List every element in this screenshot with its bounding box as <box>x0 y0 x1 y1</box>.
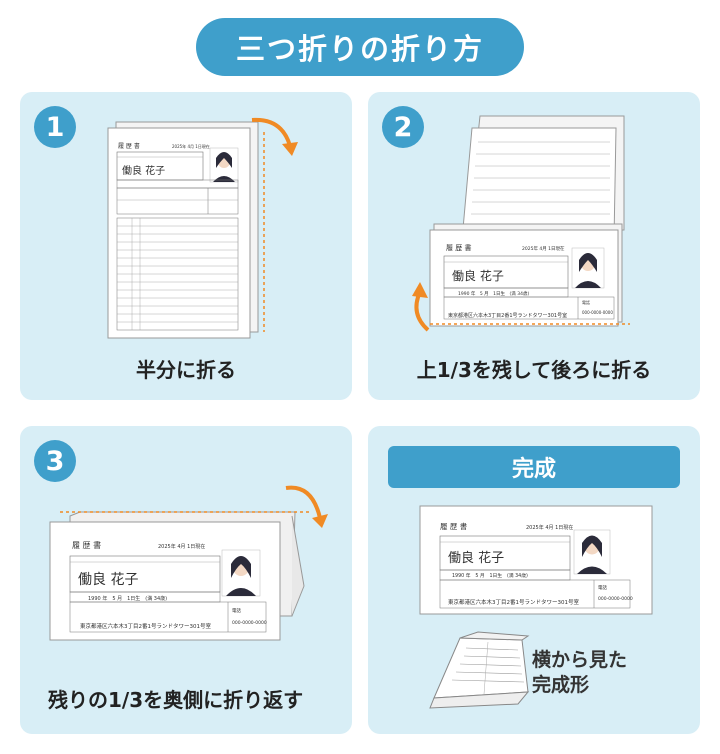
step-2-number: 2 <box>382 106 424 148</box>
done-illustration: 履 歴 書 2025年 4月 1日現在 働良 花子 1990 年 5 月 1日生… <box>419 505 653 709</box>
step-2-caption: 上1/3を残して後ろに折る <box>416 358 652 382</box>
step-2-illustration: 履 歴 書 2025年 4月 1日現在 働良 花子 1990 年 5 月 1日生… <box>412 115 630 332</box>
resume-address: 東京都港区六本木3丁目2番1号ランドタワー301号室 <box>448 312 567 319</box>
done-side-caption-line2: 完成形 <box>532 674 590 696</box>
resume-phone-label: 電話 <box>582 299 590 305</box>
resume-heading: 履 歴 書 <box>440 521 468 531</box>
resume-phone: 000-0000-0000 <box>582 310 613 315</box>
resume-phone-label: 電話 <box>232 607 241 614</box>
resume-heading: 履 歴 書 <box>446 243 471 252</box>
resume-birth: 1990 年 5 月 1日生 (満 34歳) <box>452 572 528 579</box>
resume-birth: 1990 年 5 月 1日生 (満 34歳) <box>458 290 529 297</box>
done-label: 完成 <box>388 446 680 488</box>
resume-phone-label: 電話 <box>598 584 607 591</box>
step-1-caption: 半分に折る <box>136 358 236 382</box>
resume-date: 2025年 4月 1日現在 <box>522 245 565 252</box>
done-side-caption-line1: 横から見た <box>532 649 628 671</box>
resume-phone: 000-0000-0000 <box>232 620 267 626</box>
resume-address: 東京都港区六本木3丁目2番1号ランドタワー301号室 <box>448 598 579 606</box>
resume-address: 東京都港区六本木3丁目2番1号ランドタワー301号室 <box>80 622 211 630</box>
resume-name: 働良 花子 <box>452 268 504 283</box>
step-1-panel: 1 履 歴 書 2025年 4月 1日現在 働良 花子 <box>20 92 352 400</box>
resume-name: 働良 花子 <box>122 164 165 177</box>
resume-date: 2025年 4月 1日現在 <box>158 543 205 550</box>
resume-heading: 履 歴 書 <box>72 540 101 550</box>
step-3-caption: 残りの1/3を奥側に折り返す <box>48 688 304 712</box>
resume-heading: 履 歴 書 <box>118 142 140 150</box>
resume-name: 働良 花子 <box>448 550 504 566</box>
folded-side-view <box>429 631 530 709</box>
resume-name: 働良 花子 <box>78 572 138 588</box>
resume-phone: 000-0000-0000 <box>598 596 633 602</box>
step-1-table-lines <box>117 218 238 330</box>
step-2-panel: 2 履 歴 書 2025年 4月 1日現在 働良 花子 1990 年 5 月 1… <box>368 92 700 400</box>
resume-birth: 1990 年 5 月 1日生 (満 34歳) <box>88 595 167 602</box>
resume-date: 2025年 4月 1日現在 <box>526 524 573 531</box>
step-3-panel: 3 履 歴 書 2025年 4月 1日現在 働良 花子 1990 年 5 月 1… <box>20 426 352 734</box>
done-side-caption: 横から見た 完成形 <box>532 648 642 698</box>
step-1-illustration: 履 歴 書 2025年 4月 1日現在 働良 花子 <box>107 117 298 339</box>
step-1-number: 1 <box>34 106 76 148</box>
step-3-number: 3 <box>34 440 76 482</box>
page-title: 三つ折りの折り方 <box>196 18 524 76</box>
step-3-illustration: 履 歴 書 2025年 4月 1日現在 働良 花子 1990 年 5 月 1日生… <box>49 485 328 641</box>
done-panel: 完成 履 歴 書 2025年 4月 1日現在 働良 花子 1990 年 5 月 … <box>368 426 700 734</box>
resume-date: 2025年 4月 1日現在 <box>172 143 210 149</box>
